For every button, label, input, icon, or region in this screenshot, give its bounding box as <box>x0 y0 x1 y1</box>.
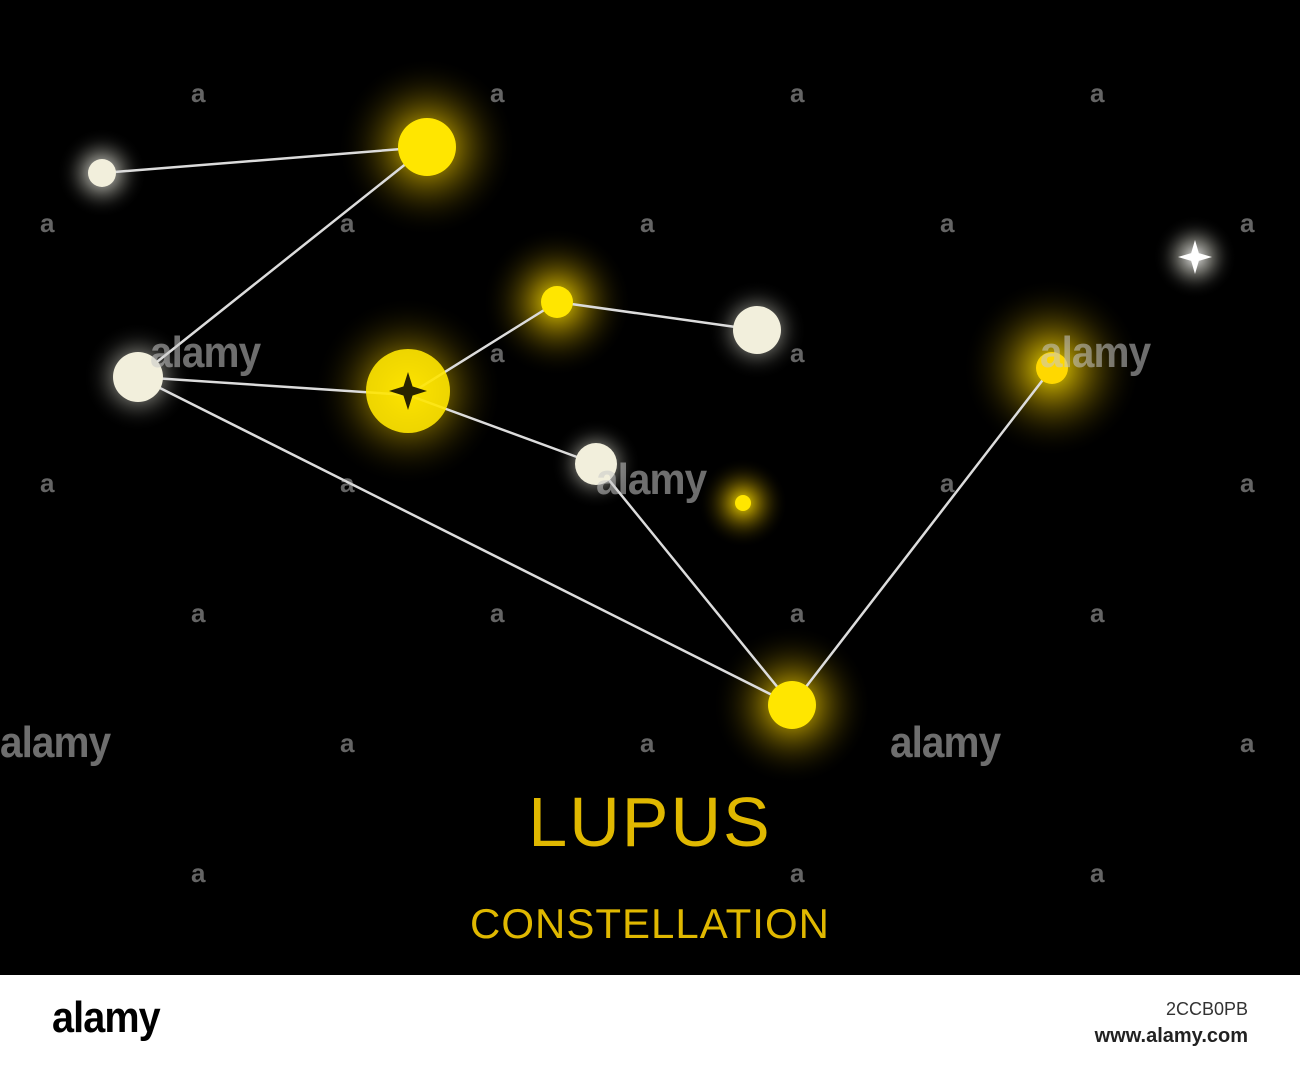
watermark-mark: a <box>790 78 805 108</box>
watermark-text: alamy <box>0 718 111 767</box>
star-sparkle-icon <box>1178 240 1212 274</box>
watermark-text: alamy <box>596 455 707 504</box>
watermark-mark: a <box>940 468 955 498</box>
site-url: www.alamy.com <box>1094 1025 1248 1047</box>
constellation-line <box>100 145 429 175</box>
watermark-mark: a <box>1240 208 1255 238</box>
watermark-mark: a <box>490 338 505 368</box>
watermark-mark: a <box>490 78 505 108</box>
watermark-mark: a <box>191 78 206 108</box>
watermark-mark: a <box>340 208 355 238</box>
star-white <box>733 306 781 354</box>
watermark-mark: a <box>490 598 505 628</box>
watermark-mark: a <box>1090 858 1105 888</box>
watermark-mark: a <box>40 468 55 498</box>
watermark-mark: a <box>790 598 805 628</box>
watermark-mark: a <box>640 208 655 238</box>
watermark-mark: a <box>340 468 355 498</box>
star-yellow <box>398 118 456 176</box>
watermark-mark: a <box>1090 78 1105 108</box>
constellation-line <box>555 300 759 332</box>
constellation-title: LUPUS <box>528 783 772 861</box>
watermark-mark: a <box>191 858 206 888</box>
brand-logo: alamy <box>52 993 161 1042</box>
star-sparkle-icon <box>389 372 427 410</box>
constellation-line <box>594 462 794 707</box>
watermark-mark: a <box>1240 728 1255 758</box>
star-yellow <box>768 681 816 729</box>
image-id: 2CCB0PB <box>1165 999 1248 1019</box>
constellation-scene: alamy alamy alamy alamy alamy a a a a a … <box>0 57 1255 947</box>
star-yellow <box>541 286 573 318</box>
watermark-mark: a <box>191 598 206 628</box>
watermark-mark: a <box>340 728 355 758</box>
watermark-text: alamy <box>890 718 1001 767</box>
constellation-line <box>136 145 429 379</box>
star-white <box>113 352 163 402</box>
star-yellow <box>735 495 751 511</box>
constellation-chart <box>57 57 1237 785</box>
watermark-mark: a <box>790 858 805 888</box>
constellation-line <box>136 375 794 707</box>
watermark-mark: a <box>1240 468 1255 498</box>
star-white <box>88 159 116 187</box>
star-yellow <box>1036 352 1068 384</box>
watermark-mark: a <box>790 338 805 368</box>
watermark-mark: a <box>640 728 655 758</box>
watermark-text: alamy <box>1040 328 1151 377</box>
watermark-mark: a <box>1090 598 1105 628</box>
constellation-line <box>790 366 1054 707</box>
constellation-line <box>136 375 410 397</box>
constellation-subtitle: CONSTELLATION <box>470 900 830 947</box>
footer-bar: alamy 2CCB0PB www.alamy.com <box>0 975 1300 1065</box>
watermark-mark: a <box>940 208 955 238</box>
watermark-text: alamy <box>150 328 261 377</box>
watermark-mark: a <box>40 208 55 238</box>
star-white <box>575 443 617 485</box>
